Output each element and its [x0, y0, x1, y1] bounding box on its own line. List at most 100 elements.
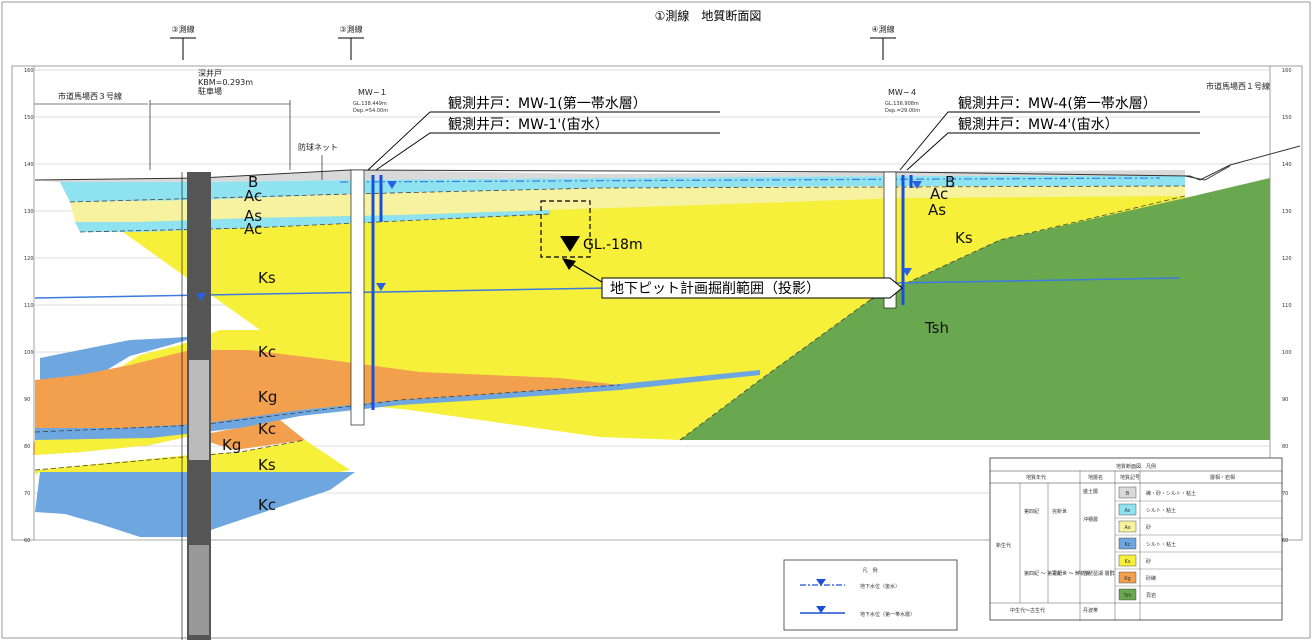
layer-kc-mid — [40, 336, 200, 385]
mw4-borehole: MW−４ GL.136.908m Dep.=29.00m — [883, 88, 920, 309]
elevation-tick-label: 120 — [1282, 256, 1292, 262]
legend-swatch — [1118, 537, 1137, 550]
strata-legend-header: 地質記号 — [1120, 474, 1140, 481]
pit-depth-label: GL.-18m — [583, 237, 643, 253]
mw4-main-callout: 観測井戸：MW-4(第一帯水層） — [958, 95, 1157, 112]
legend-symbol: Ac — [1124, 508, 1130, 514]
legend-swatch — [1118, 571, 1137, 584]
period-quaternary: 第四紀 — [1024, 508, 1039, 515]
elevation-tick-label: 140 — [24, 162, 34, 168]
mw1-sub-callout: 観測井戸：MW-1'(宙水） — [448, 116, 609, 133]
mw4-depth: Dep.=29.00m — [885, 108, 920, 114]
legend-swatch — [1118, 520, 1137, 533]
elevation-tick-label: 100 — [24, 350, 34, 356]
well-name: 深井戸 — [198, 68, 222, 78]
elevation-tick-label: 80 — [24, 444, 30, 450]
pit-callout-box — [601, 277, 903, 299]
legend-description: 頁岩 — [1146, 592, 1156, 599]
water-level-markers — [196, 181, 922, 301]
elevation-tick-label: 150 — [1282, 115, 1292, 121]
net-label: 防球ネット — [298, 142, 338, 152]
legend-description: 礫・砂・シルト・粘土 — [1146, 490, 1196, 497]
strata-legend-header: 地層名 — [1088, 474, 1103, 481]
layer-label: Kc — [258, 496, 276, 514]
road-right: 市道馬場西１号線 — [1206, 81, 1270, 91]
legend-swatch — [1118, 503, 1137, 516]
strata-legend-header: 地質年代 — [1026, 474, 1046, 481]
elevation-tick-label: 140 — [1282, 162, 1292, 168]
layer-label: B — [945, 173, 955, 191]
legend-swatch — [1118, 588, 1137, 601]
layer-label: Kg — [222, 436, 241, 454]
legend-description: 砂 — [1146, 558, 1151, 565]
elevation-tick-label: 160 — [1282, 68, 1292, 74]
mw1-name: MW−１ — [358, 88, 388, 97]
strata-legend-header: 層相・岩相 — [1210, 474, 1235, 481]
legend-symbol: Ks — [1125, 559, 1131, 565]
formation-tanba: 丹波帯 — [1083, 607, 1098, 614]
elevation-tick-label: 80 — [1282, 444, 1288, 450]
formation-kobiwako: 古琵琶湖 層群 — [1083, 570, 1115, 577]
layer-label: Ac — [244, 187, 262, 205]
pit-depth-marker — [560, 236, 580, 252]
layer-label: B — [248, 173, 258, 191]
pit-excavation-outline — [540, 200, 591, 258]
strata-legend: 地質断面図 凡例 地質年代 地層名 地質記号 層相・岩相 新生代 第四紀 完新世… — [989, 457, 1283, 621]
mw4-sub-callout: 観測井戸：MW-4'(宙水） — [958, 116, 1119, 133]
legend-symbol: B — [1126, 491, 1130, 497]
epoch-holocene: 完新世 — [1052, 508, 1067, 515]
water-legend: 凡 例 地下水位（宙水） 地下水位（第一帯水層） — [783, 559, 958, 631]
epoch-pleistocene: 更新世 〜 鮮新世 — [1052, 570, 1090, 577]
elevation-tick-label: 90 — [1282, 397, 1288, 403]
cross-line-label: ③測線 — [339, 24, 362, 34]
elevation-tick-label: 90 — [24, 397, 30, 403]
layer-label: Ks — [955, 229, 973, 247]
legend-symbol: Tsh — [1122, 593, 1131, 599]
elevation-tick-label: 130 — [24, 209, 34, 215]
well-place: 駐車場 — [198, 86, 222, 96]
elevation-tick-label: 110 — [1282, 303, 1292, 309]
mw1-main-callout: 観測井戸：MW-1(第一帯水層） — [448, 95, 647, 112]
layer-b — [35, 170, 1185, 182]
period-quaternary-tertiary: 第四紀 〜 第三紀 — [1024, 570, 1062, 577]
elevation-tick-label: 110 — [24, 303, 34, 309]
legend-symbol: Kc — [1124, 542, 1130, 548]
water-legend-first: 地下水位（第一帯水層） — [860, 611, 915, 618]
cross-line-label: ④測線 — [871, 24, 894, 34]
cross-line-markers: ③測線 ③測線 ④測線 — [170, 24, 896, 60]
mw1-borehole: MW−１ GL.138.449m Dep.=54.00m — [350, 88, 388, 426]
road-left: 市道馬場西３号線 — [58, 91, 122, 101]
legend-description: シルト・粘土 — [1146, 541, 1176, 548]
layer-label: Ac — [244, 220, 262, 238]
layer-label: Kc — [258, 343, 276, 361]
layer-kg-mid — [35, 350, 620, 432]
formation-fill: 盛土層 — [1083, 488, 1098, 495]
ground-surface — [34, 145, 1301, 181]
elevation-tick-label: 160 — [24, 68, 34, 74]
strata — [33, 145, 1301, 537]
era-cenozoic: 新生代 — [996, 542, 1011, 549]
layer-as — [70, 186, 1185, 222]
pit-callout: 地下ピット計画掘削範囲（投影） — [610, 280, 820, 297]
mw1-depth: Dep.=54.00m — [353, 108, 388, 114]
layer-label: Ks — [258, 456, 276, 474]
diagram-title: ①測線 地質断面図 — [655, 8, 762, 23]
era-mesozoic: 中生代〜古生代 — [1010, 607, 1045, 614]
mw4-callouts — [899, 111, 1200, 171]
layer-label: Kc — [258, 420, 276, 438]
mw1-callouts — [367, 111, 720, 171]
layer-label: Kg — [258, 388, 277, 406]
elevation-tick-label: 60 — [1282, 538, 1288, 544]
elevation-tick-label: 100 — [1282, 350, 1292, 356]
legend-description: 砂 — [1146, 524, 1151, 531]
layer-label: Ac — [930, 185, 948, 203]
perched-water-level — [339, 177, 1161, 183]
elevation-tick-label: 120 — [24, 256, 34, 262]
mw1-gl: GL.138.449m — [353, 101, 387, 107]
elevation-tick-label: 130 — [1282, 209, 1292, 215]
legend-symbol: As — [1124, 525, 1130, 531]
elevation-tick-label: 70 — [24, 491, 30, 497]
legend-symbol: Kg — [1124, 576, 1130, 582]
